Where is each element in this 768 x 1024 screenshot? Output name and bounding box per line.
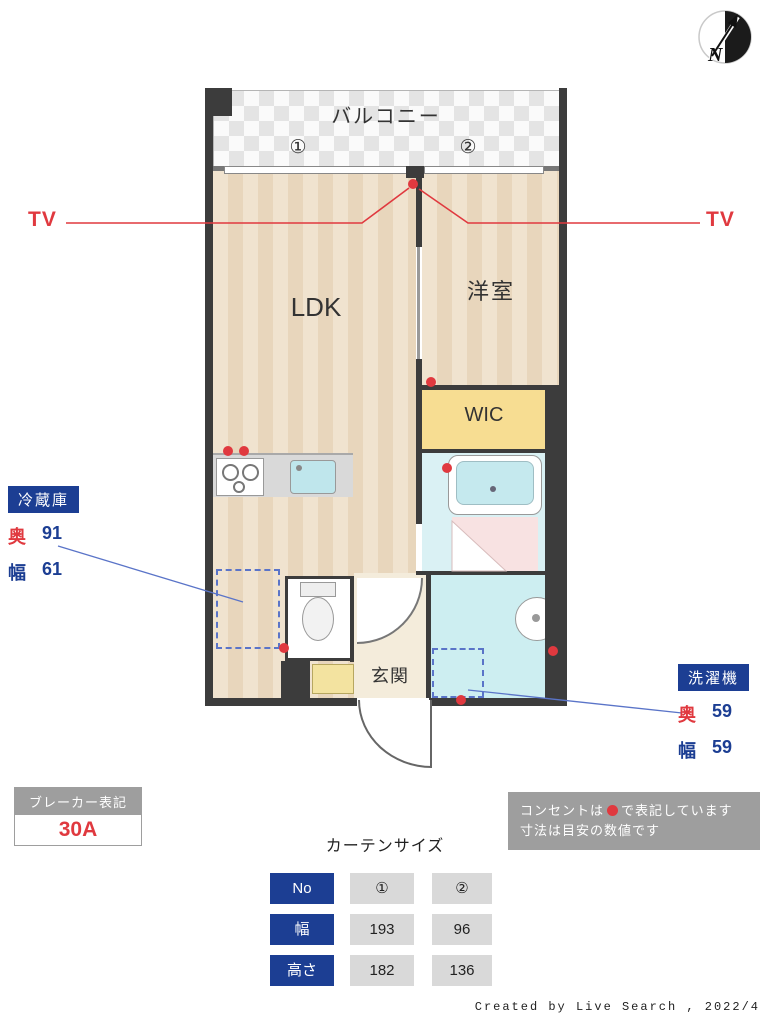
table-header-cell: 高さ — [270, 955, 334, 986]
curtain-table: No ① ② 幅 193 96 高さ 182 136 — [270, 873, 492, 996]
wall — [205, 88, 213, 706]
kitchen-sink-icon — [290, 460, 336, 494]
wic-room — [422, 387, 545, 451]
wall — [416, 359, 422, 524]
notice-line-1: コンセントはで表記しています — [520, 803, 733, 818]
table-header-cell: 幅 — [270, 914, 334, 945]
outlet-icon — [456, 695, 466, 705]
outlet-icon — [442, 463, 452, 473]
sliding-door-line — [417, 247, 420, 359]
wall — [545, 385, 559, 706]
outlet-icon — [607, 805, 619, 816]
outlet-icon — [408, 179, 418, 189]
outlet-icon — [223, 446, 233, 456]
ldk-label: LDK — [290, 292, 342, 322]
fridge-callout: 冷蔵庫 奥 91 幅 61 — [8, 486, 80, 585]
fridge-callout-title: 冷蔵庫 — [8, 486, 80, 513]
table-cell: 193 — [350, 914, 414, 945]
balcony-label: バルコニー — [331, 106, 441, 128]
curtain-size-title: カーテンサイズ — [325, 838, 445, 855]
breaker-title: ブレーカー表記 — [15, 788, 141, 815]
table-cell: ② — [432, 873, 492, 904]
washer-callout: 洗濯機 奥 59 幅 59 — [678, 664, 750, 763]
compass-icon: N — [698, 10, 752, 66]
washroom-door-mat — [452, 517, 538, 571]
window-1 — [224, 166, 408, 174]
fridge-space — [216, 569, 280, 649]
outlet-icon — [426, 377, 436, 387]
table-cell: ① — [350, 873, 414, 904]
wall — [416, 571, 545, 575]
notice-line-2: 寸法は目安の数値です — [520, 823, 661, 838]
wall — [406, 166, 424, 178]
wall — [281, 661, 310, 698]
fridge-depth-value: 91 — [42, 523, 63, 543]
wall — [285, 658, 354, 661]
curtain-marker-1: ① — [289, 137, 307, 158]
entrance-label: 玄関 — [371, 666, 409, 686]
washer-width-value: 59 — [712, 737, 733, 757]
western-room-label: 洋室 — [466, 279, 515, 304]
breaker-box: ブレーカー表記 30A — [14, 787, 142, 846]
washer-depth-label: 奥 — [678, 705, 696, 725]
wic-label: WIC — [464, 404, 504, 426]
washer-depth-value: 59 — [712, 701, 733, 721]
wall — [416, 385, 559, 390]
fridge-depth-label: 奥 — [8, 527, 26, 547]
stove-icon — [216, 458, 264, 496]
wall — [429, 698, 567, 706]
washer-callout-title: 洗濯機 — [678, 664, 750, 691]
tv-label-left: TV — [28, 208, 57, 231]
table-cell: 182 — [350, 955, 414, 986]
breaker-value: 30A — [15, 815, 141, 845]
entrance-door-arc — [358, 700, 432, 768]
wall — [285, 576, 288, 662]
wall — [426, 573, 431, 698]
washer-space — [432, 648, 484, 698]
table-cell: 96 — [432, 914, 492, 945]
window-2 — [424, 166, 544, 174]
wall — [205, 88, 232, 116]
fridge-width-label: 幅 — [8, 563, 26, 583]
wall — [416, 449, 545, 453]
curtain-marker-2: ② — [459, 137, 477, 158]
table-header-cell: No — [270, 873, 334, 904]
outlet-icon — [239, 446, 249, 456]
table-row: 高さ 182 136 — [270, 955, 492, 986]
wall — [285, 576, 354, 579]
wall — [205, 698, 357, 706]
table-row: No ① ② — [270, 873, 492, 904]
wall — [350, 576, 354, 662]
fridge-width-value: 61 — [42, 559, 63, 579]
compass-n-label: N — [707, 44, 724, 66]
notice-box: コンセントはで表記しています 寸法は目安の数値です — [508, 792, 760, 850]
tv-label-right: TV — [706, 208, 735, 231]
shoe-cabinet — [312, 664, 354, 694]
table-cell: 136 — [432, 955, 492, 986]
outlet-icon — [279, 643, 289, 653]
washer-width-label: 幅 — [678, 741, 696, 761]
outlet-icon — [548, 646, 558, 656]
kitchen-counter — [213, 453, 353, 497]
credit-text: Created by Live Search , 2022/4 — [474, 1000, 760, 1014]
table-row: 幅 193 96 — [270, 914, 492, 945]
wall — [559, 88, 567, 706]
balcony-area — [213, 90, 561, 170]
